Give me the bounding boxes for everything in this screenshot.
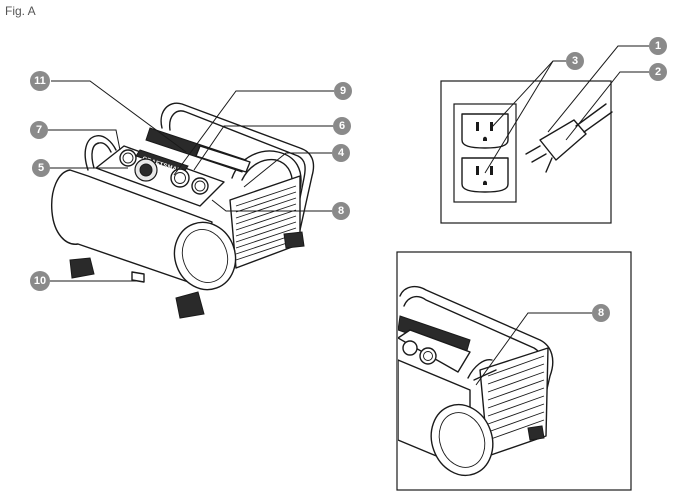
callout-2-label: 2 xyxy=(655,66,661,78)
callout-3: 3 xyxy=(566,52,584,70)
callout-3-label: 3 xyxy=(572,55,578,67)
callout-4: 4 xyxy=(332,144,350,162)
callout-2: 2 xyxy=(649,63,667,81)
compressor-main-illustration: CRAFTSMAN xyxy=(51,102,315,319)
callout-7-label: 7 xyxy=(36,124,42,136)
callout-9: 9 xyxy=(334,82,352,100)
callout-10: 10 xyxy=(30,271,50,291)
callout-6: 6 xyxy=(333,117,351,135)
callout-8-detail: 8 xyxy=(592,304,610,322)
callout-6-label: 6 xyxy=(339,120,345,132)
callout-11-label: 11 xyxy=(34,75,46,87)
callout-9-label: 9 xyxy=(340,85,346,97)
figure-title: Fig. A xyxy=(5,4,36,18)
callout-8: 8 xyxy=(332,202,350,220)
leader-lines xyxy=(32,45,649,386)
callout-10-label: 10 xyxy=(34,275,46,287)
callout-1-label: 1 xyxy=(655,40,661,52)
callout-1: 1 xyxy=(649,37,667,55)
callout-8-label: 8 xyxy=(338,205,344,217)
callout-11: 11 xyxy=(30,71,50,91)
callout-5: 5 xyxy=(32,159,50,177)
outlet-plug-panel xyxy=(440,80,613,224)
callout-8-detail-label: 8 xyxy=(598,307,604,319)
callout-4-label: 4 xyxy=(338,147,345,159)
callout-7: 7 xyxy=(30,121,48,139)
callout-5-label: 5 xyxy=(38,162,44,174)
detail-view xyxy=(396,251,632,491)
